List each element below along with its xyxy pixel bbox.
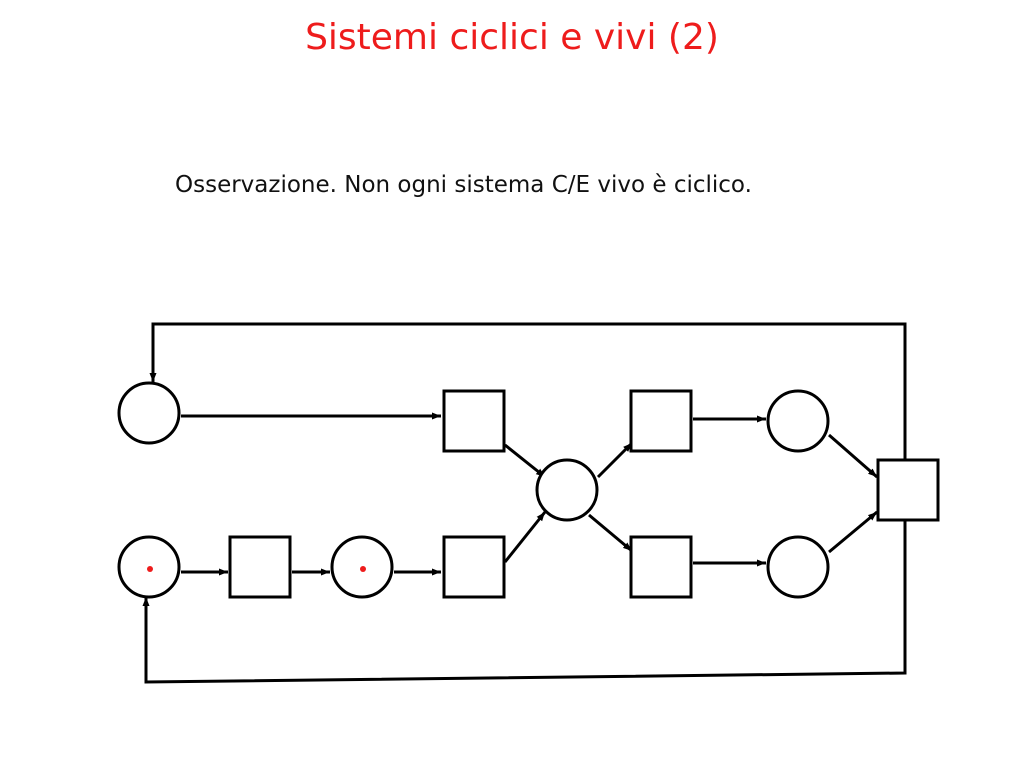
place-p6 <box>766 535 830 599</box>
arc-t1-to-p4 <box>504 443 546 479</box>
place-p1 <box>117 381 181 445</box>
arc-p5-to-t6 <box>828 433 878 479</box>
slide-title: Sistemi ciclici e vivi (2) <box>305 17 719 58</box>
arc-t6-to-p1 <box>149 322 907 460</box>
place-p5 <box>766 389 830 453</box>
token-p2 <box>147 566 153 572</box>
observation-text: Osservazione. Non ogni sistema C/E vivo … <box>175 172 752 198</box>
arc-p4-to-t5 <box>588 513 633 553</box>
token-p3 <box>360 566 366 572</box>
transition-t4 <box>629 389 693 453</box>
transition-t5 <box>629 535 693 599</box>
nodes <box>117 381 940 599</box>
arc-p4-to-t4 <box>596 441 634 479</box>
arcs <box>142 322 907 684</box>
transition-t6 <box>876 458 940 522</box>
arc-p6-to-t6 <box>828 510 878 554</box>
arc-t6-to-p2 <box>142 520 907 684</box>
transition-t3 <box>442 535 506 599</box>
transition-t1 <box>442 389 506 453</box>
transition-t2 <box>228 535 292 599</box>
arc-t3-to-p4 <box>503 511 547 563</box>
place-p4 <box>535 458 599 522</box>
